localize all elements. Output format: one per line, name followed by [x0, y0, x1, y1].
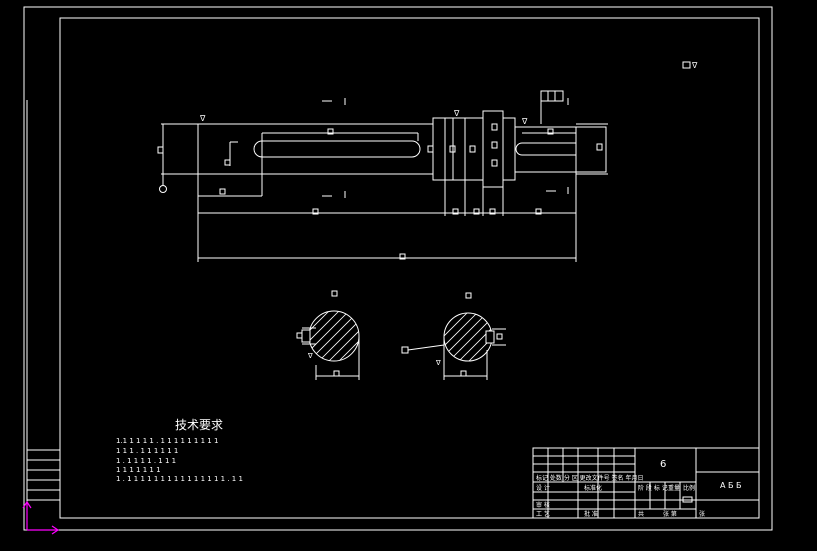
roughness-mark-corner: ∇	[682, 61, 698, 70]
sheet-inner-border	[59, 17, 760, 519]
tech-req-line-5: 1 . 1 1 1 1 1 1 1 1 1 1 1 1 1 1 1 . 1 1	[116, 475, 243, 483]
svg-text:∇: ∇	[435, 359, 441, 367]
tech-req-title: 技术要求	[175, 418, 223, 432]
section-view-a: ∇	[296, 290, 360, 380]
title-block-weight: 重量	[668, 484, 680, 492]
roughness-corner-text: ∇	[691, 61, 698, 70]
title-block-process: 工 艺	[536, 510, 550, 518]
title-block-sheet: 张	[699, 510, 705, 518]
title-block: 6 А Б Б 标记 处数 分 区 更改文件号 签名 年月日 设 计 标准化 阶…	[532, 447, 760, 519]
shaft-main-view: ∇ ∇ ∇	[157, 90, 608, 262]
tech-req-line-1: 1.1 1 1 1 1 . 1 1 1 1 1 1 1 1 1	[116, 437, 218, 445]
svg-text:∇: ∇	[453, 109, 460, 118]
title-block-scale-mark: 6	[660, 459, 666, 470]
title-block-ratio: 比例	[683, 484, 695, 492]
tech-req-line-2: 1 1 1 . 1 1 1 1 1 1	[116, 447, 178, 455]
title-block-sheet-of: 张 第	[663, 510, 677, 518]
title-block-approve: 批 准	[584, 510, 598, 518]
svg-text:∇: ∇	[307, 352, 313, 360]
ucs-axis-icon	[22, 500, 60, 535]
svg-text:∇: ∇	[521, 117, 528, 126]
title-block-drawing-name: А Б Б	[720, 481, 742, 490]
svg-text:∇: ∇	[199, 114, 206, 123]
title-block-standardization: 标准化	[584, 484, 602, 492]
tech-req-line-4: 1 1 1 1 1 1 1	[116, 466, 161, 474]
title-block-review: 审 核	[536, 501, 550, 509]
tech-req-line-3: 1 . 1 1 1 1 . 1 1 1	[116, 457, 176, 465]
title-block-stage: 阶 段 标 记	[638, 484, 668, 492]
sheet-outer-border	[23, 6, 773, 531]
binding-strip	[26, 100, 60, 518]
title-block-design: 设 计	[536, 484, 550, 492]
section-view-b: ∇	[401, 292, 506, 380]
title-block-total: 共	[638, 510, 644, 518]
title-block-header-row: 标记 处数 分 区 更改文件号 签名 年月日	[536, 474, 643, 482]
technical-requirements: 技术要求 1.1 1 1 1 1 . 1 1 1 1 1 1 1 1 1 1 1…	[116, 418, 243, 483]
